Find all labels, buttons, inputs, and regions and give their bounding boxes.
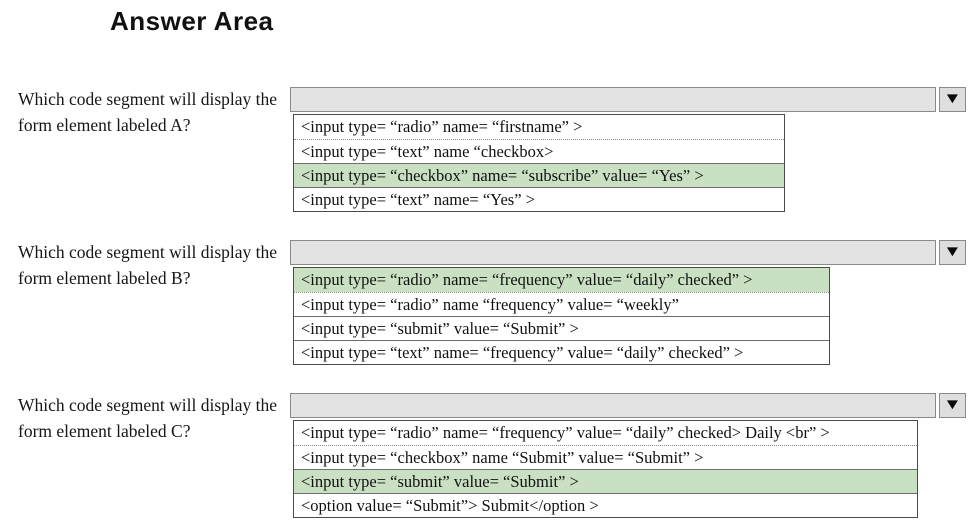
question-b-dropdown-button[interactable]: ▼ <box>939 240 966 265</box>
option-item[interactable]: <input type= “text” name= “Yes” > <box>294 187 784 211</box>
question-b-dropdown-value[interactable] <box>290 240 936 265</box>
option-item[interactable]: <option value= “Submit”> Submit</option … <box>294 493 917 517</box>
question-c-dropdown-value[interactable] <box>290 393 936 418</box>
question-a-label: Which code segment will display the form… <box>18 89 278 135</box>
chevron-down-icon: ▼ <box>943 91 962 107</box>
page-title: Answer Area <box>110 6 274 36</box>
question-b-options-list: <input type= “radio” name= “frequency” v… <box>293 267 830 365</box>
option-item[interactable]: <input type= “text” name “checkbox> <box>294 139 784 163</box>
option-item[interactable]: <input type= “submit” value= “Submit” > <box>294 469 917 493</box>
question-a-dropdown-value[interactable] <box>290 87 936 112</box>
option-item[interactable]: <input type= “radio” name= “frequency” v… <box>294 268 829 292</box>
question-b-label: Which code segment will display the form… <box>18 242 278 288</box>
option-item[interactable]: <input type= “checkbox” name= “subscribe… <box>294 163 784 187</box>
question-c-label: Which code segment will display the form… <box>18 395 278 441</box>
question-a-options-list: <input type= “radio” name= “firstname” >… <box>293 114 785 212</box>
chevron-down-icon: ▼ <box>943 397 962 413</box>
question-a-dropdown-button[interactable]: ▼ <box>939 87 966 112</box>
option-item[interactable]: <input type= “radio” name “frequency” va… <box>294 292 829 316</box>
question-b-dropdown[interactable]: ▼ <box>290 240 966 265</box>
chevron-down-icon: ▼ <box>943 244 962 260</box>
option-item[interactable]: <input type= “radio” name= “firstname” > <box>294 115 784 139</box>
question-c-options-list: <input type= “radio” name= “frequency” v… <box>293 420 918 518</box>
question-c-dropdown-button[interactable]: ▼ <box>939 393 966 418</box>
option-item[interactable]: <input type= “text” name= “frequency” va… <box>294 340 829 364</box>
question-c-dropdown[interactable]: ▼ <box>290 393 966 418</box>
question-a-dropdown[interactable]: ▼ <box>290 87 966 112</box>
option-item[interactable]: <input type= “submit” value= “Submit” > <box>294 316 829 340</box>
option-item[interactable]: <input type= “radio” name= “frequency” v… <box>294 421 917 445</box>
option-item[interactable]: <input type= “checkbox” name “Submit” va… <box>294 445 917 469</box>
